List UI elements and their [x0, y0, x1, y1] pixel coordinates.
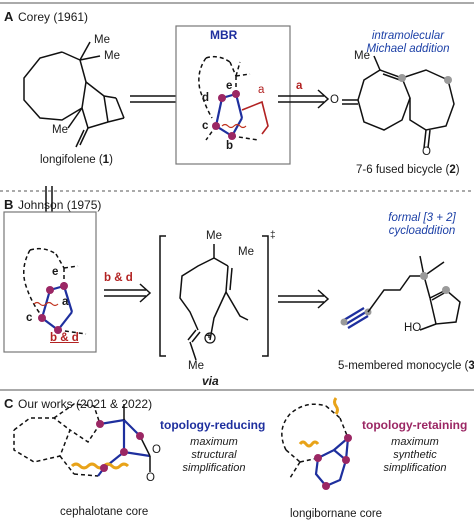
product2-me: Me — [354, 50, 370, 62]
left-desc: maximum structural simplification — [182, 436, 246, 474]
b-bond-label-e: e — [52, 266, 59, 278]
longifolene-structure — [23, 41, 125, 148]
bond-label-c: c — [202, 120, 209, 132]
product2-o-2: O — [422, 146, 431, 158]
section-c-letter: C — [4, 396, 14, 411]
left-title: topology-reducing — [160, 418, 266, 432]
longifolene-label: longifolene (1) — [40, 154, 113, 166]
retro-arrow-b1 — [104, 283, 152, 303]
left-core-label: cephalotane core — [60, 506, 149, 518]
product2-o-1: O — [330, 94, 339, 106]
red-bond-label-a: a — [258, 84, 265, 96]
section-a-title: Corey (1961) — [18, 10, 89, 24]
right-desc: maximum synthetic simplification — [383, 436, 447, 474]
mbr-label: MBR — [210, 28, 238, 42]
section-b-title: Johnson (1975) — [18, 198, 102, 212]
right-core-label: longibornane core — [290, 508, 383, 520]
product2-label: 7-6 fused bicycle (2) — [356, 164, 460, 176]
right-title: topology-retaining — [362, 418, 468, 432]
longifolene-me-3: Me — [52, 124, 68, 136]
longifolene-me-2: Me — [104, 50, 120, 62]
cephalotane-structure — [13, 403, 151, 477]
via-me-2: Me — [238, 246, 254, 258]
bond-label-d: d — [202, 92, 210, 104]
via-label: via — [202, 374, 219, 388]
via-me-1: Me — [206, 230, 222, 242]
cephalotane-o-2: O — [146, 472, 155, 484]
dagger: ‡ — [270, 230, 276, 241]
via-me-3: Me — [188, 360, 204, 372]
b-red-label: b & d — [50, 332, 79, 344]
retro-arrow-a1 — [130, 95, 176, 103]
b-bond-label-a: a — [62, 296, 69, 308]
monocycle-product — [340, 255, 461, 331]
via-structure — [159, 235, 269, 361]
bicycle-product — [342, 55, 455, 149]
longifolene-me-1: Me — [94, 34, 110, 46]
section-c-title: Our works (2021 & 2022) — [18, 397, 153, 411]
b-bond-label-c: c — [26, 312, 33, 324]
section-b-letter: B — [4, 197, 14, 212]
retro-arrow-b2 — [278, 289, 330, 309]
section-a-letter: A — [4, 9, 14, 24]
bond-label-b: b — [226, 140, 234, 152]
mbr-box — [175, 25, 291, 165]
mbr-structure — [198, 55, 269, 141]
johnson-box — [3, 211, 97, 353]
strategy-b: formal [3 + 2] cycloaddition — [388, 212, 456, 237]
cephalotane-o-1: O — [152, 444, 161, 456]
johnson-box-structure — [3, 186, 97, 353]
retro-arrow-a2 — [278, 89, 330, 109]
bond-label-e: e — [226, 80, 233, 92]
longibornane-structure — [281, 397, 352, 490]
arrow-label-b: b & d — [104, 272, 133, 284]
product3-ho: HO — [404, 322, 422, 334]
strategy-a: intramolecular Michael addition — [366, 30, 450, 55]
cation-charge: + — [206, 331, 212, 342]
product3-label: 5-membered monocycle (3) — [338, 360, 474, 372]
arrow-label-a: a — [296, 80, 303, 92]
